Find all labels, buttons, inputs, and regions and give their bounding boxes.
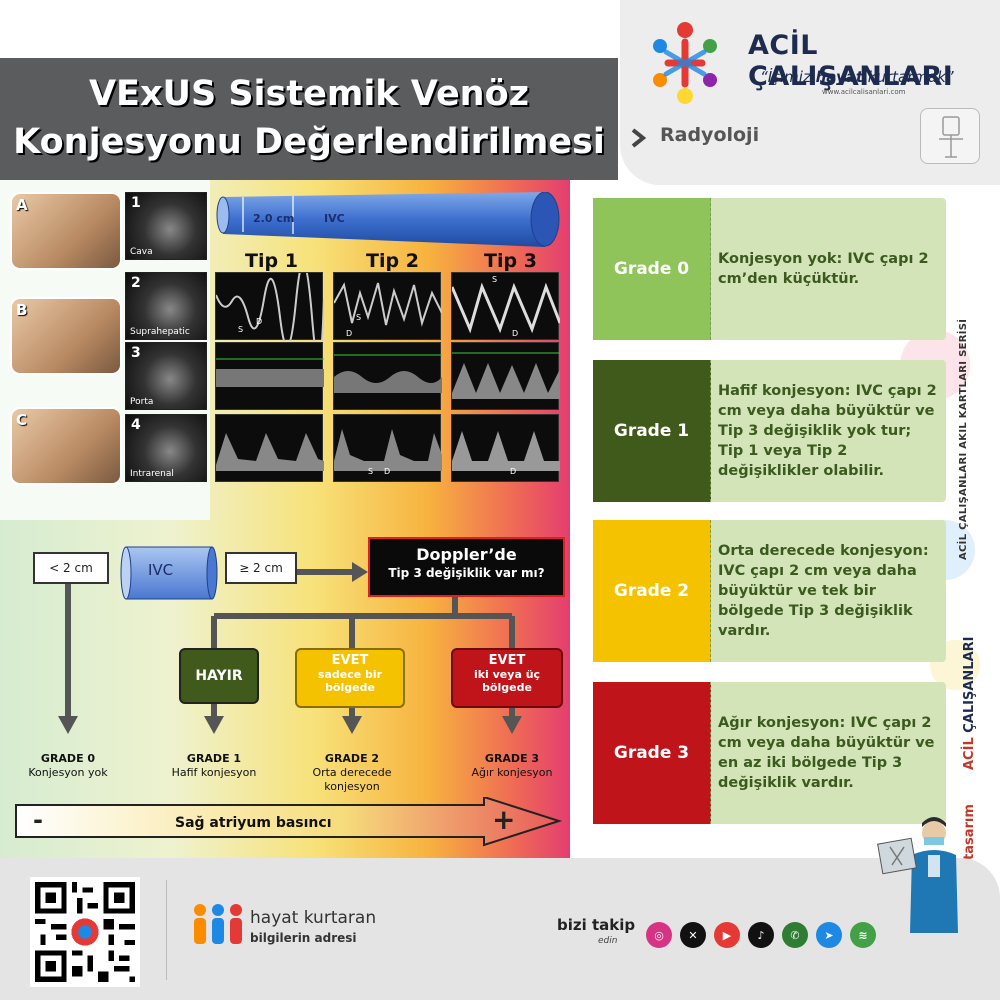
x-icon[interactable]: ✕ bbox=[680, 922, 706, 948]
grade-card-0-text: Konjesyon yok: IVC çapı 2 cm’den küçüktü… bbox=[718, 251, 929, 287]
pressure-arrow bbox=[15, 797, 563, 847]
answer-evet-one: EVET sadece bir bölgede bbox=[295, 648, 405, 708]
grade-card-1: Grade 1 Hafif konjesyon: IVC çapı 2 cm v… bbox=[593, 360, 946, 502]
instagram-icon[interactable]: ◎ bbox=[646, 922, 672, 948]
telegram-icon[interactable]: ➤ bbox=[816, 922, 842, 948]
footer-divider bbox=[166, 880, 167, 980]
doppler-tip3-renal: D bbox=[451, 414, 560, 482]
brand-slogan: “İşimiz hayat kurtarmak” bbox=[760, 68, 954, 86]
series-label: ACİL ÇALIŞANLARI AKIL KARTLARI SERİSİ bbox=[958, 318, 969, 560]
brand-logo-icon bbox=[653, 22, 717, 104]
grade-card-1-title: Grade 1 bbox=[593, 360, 711, 502]
pressure-plus: + bbox=[492, 803, 516, 836]
grade-card-3-text: Ağır konjesyon: IVC çapı 2 cm veya daha … bbox=[718, 715, 935, 791]
spotify-icon[interactable]: ≋ bbox=[850, 922, 876, 948]
follow-sub: edin bbox=[598, 936, 618, 946]
ivc-tube-label: IVC bbox=[324, 212, 345, 225]
grade-card-2-title: Grade 2 bbox=[593, 520, 711, 662]
grade-card-0-title: Grade 0 bbox=[593, 198, 711, 340]
grade-card-3: Grade 3 Ağır konjesyon: IVC çapı 2 cm ve… bbox=[593, 682, 946, 824]
grade-card-1-text: Hafif konjesyon: IVC çapı 2 cm veya daha… bbox=[718, 383, 937, 479]
qr-code-icon[interactable] bbox=[30, 877, 140, 987]
grade-card-2: Grade 2 Orta derecede konjesyon: IVC çap… bbox=[593, 520, 946, 662]
title-bar bbox=[0, 58, 618, 180]
pressure-minus: - bbox=[33, 806, 43, 834]
answer-hayir: HAYIR bbox=[179, 648, 259, 704]
brand-name: ACİL ÇALIŞANLARI bbox=[748, 30, 954, 92]
grade-card-0: Grade 0 Konjesyon yok: IVC çapı 2 cm’den… bbox=[593, 198, 946, 340]
page-title: VExUS Sistemik Venöz Konjesyonu Değerlen… bbox=[13, 74, 605, 162]
tip-3-title: Tip 3 bbox=[484, 250, 537, 272]
whatsapp-icon[interactable]: ✆ bbox=[782, 922, 808, 948]
tip-1-title: Tip 1 bbox=[245, 250, 298, 272]
lt-2cm-box: < 2 cm bbox=[33, 552, 109, 584]
doppler-tip1-portal bbox=[215, 342, 324, 410]
footer-motto: hayat kurtaran bbox=[250, 908, 377, 928]
grade-card-2-text: Orta derecede konjesyon: IVC çapı 2 cm v… bbox=[718, 543, 929, 639]
pressure-label: Sağ atriyum basıncı bbox=[175, 815, 332, 831]
chevron-right-icon bbox=[631, 128, 647, 148]
tip-2-title: Tip 2 bbox=[366, 250, 419, 272]
tiktok-icon[interactable]: ♪ bbox=[748, 922, 774, 948]
probe-photo-b: B bbox=[10, 297, 122, 375]
probe-photo-c: C bbox=[10, 407, 122, 485]
answer-evet-multi: EVET iki veya üç bölgede bbox=[451, 648, 563, 708]
flowchart-connectors bbox=[58, 562, 522, 734]
probe-photo-a: A bbox=[10, 192, 122, 270]
grade-card-3-title: Grade 3 bbox=[593, 682, 711, 824]
people-logo-icon bbox=[194, 904, 242, 944]
doppler-tip3-portal bbox=[451, 342, 560, 410]
doppler-question-box: Doppler’de Tip 3 değişiklik var mı? bbox=[368, 537, 565, 597]
youtube-icon[interactable]: ▶ bbox=[714, 922, 740, 948]
ivc-tube-illustration bbox=[216, 192, 560, 247]
doppler-tip2-portal bbox=[333, 342, 442, 410]
doctor-illustration bbox=[877, 817, 958, 933]
ge-2cm-box: ≥ 2 cm bbox=[225, 552, 297, 584]
ivc-cylinder-icon bbox=[120, 546, 218, 600]
side-brand: ACİL ÇALIŞANLARI bbox=[962, 636, 977, 770]
brand-url: www.acilcalisanlari.com bbox=[822, 88, 906, 96]
follow-label: bizi takip bbox=[557, 916, 636, 934]
xray-icon bbox=[920, 108, 980, 164]
ivc-cylinder-label: IVC bbox=[148, 561, 174, 579]
footer-motto-sub: bilgilerin adresi bbox=[250, 931, 357, 945]
ivc-diameter-label: 2.0 cm bbox=[253, 212, 295, 225]
category-label: Radyoloji bbox=[660, 124, 760, 146]
doppler-tip1-renal bbox=[215, 414, 324, 482]
